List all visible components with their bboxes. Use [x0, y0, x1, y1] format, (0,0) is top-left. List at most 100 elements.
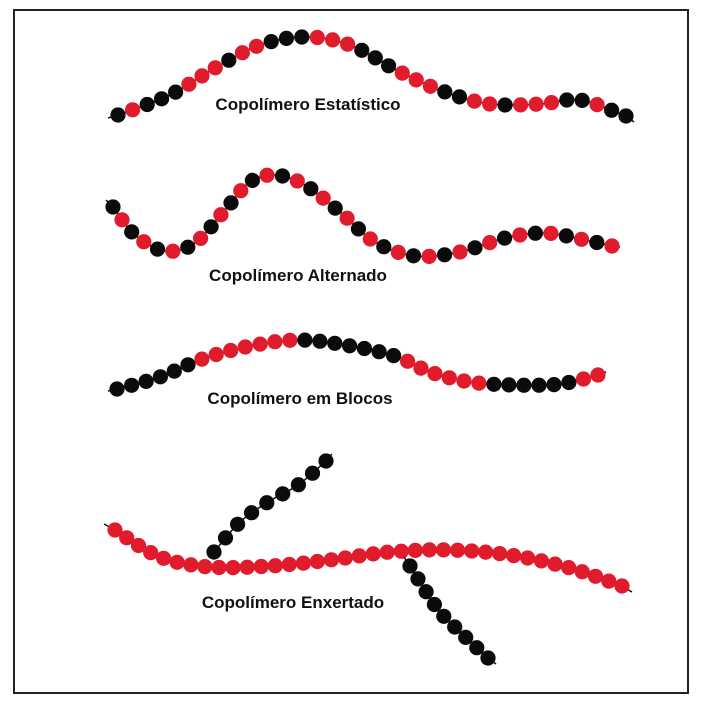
alternado-bead-black [149, 241, 166, 257]
enxertado-main-bead-red [379, 544, 395, 560]
enxertado-main-bead-red [393, 543, 409, 559]
alternado-bead-black [589, 234, 605, 251]
enxertado-main-bead-red [323, 552, 339, 568]
enxertado-main-bead-red [156, 550, 172, 566]
enxertado-graft-1-bead-black [206, 544, 222, 560]
enxertado-main-bead-red [267, 558, 283, 574]
alternado-bead-red [573, 231, 590, 247]
alternado-bead-black [223, 195, 239, 211]
blocos-bead-black [166, 363, 182, 379]
enxertado-graft-1-bead-black [217, 530, 234, 546]
blocos-bead-black [501, 377, 517, 393]
enxertado-graft-2-bead-black [436, 608, 452, 624]
alternado-bead-black [350, 221, 366, 237]
alternado-bead-black [180, 239, 196, 255]
estatistico-bead-red [340, 36, 356, 52]
blocos-bead-black [386, 348, 402, 364]
caption-alternado: Copolímero Alternado [209, 266, 387, 285]
alternado-bead-red [165, 243, 181, 259]
enxertado-main-bead-red [143, 545, 159, 561]
enxertado-main-bead-red [211, 559, 227, 576]
blocos-bead-black [516, 377, 532, 393]
estatistico-bead-red [248, 38, 265, 54]
enxertado-main-bead-red [492, 546, 508, 562]
estatistico-bead-black [294, 29, 310, 45]
estatistico-bead-red [422, 78, 438, 94]
enxertado-main-bead-red [169, 554, 185, 570]
enxertado-main-bead-red [450, 542, 466, 558]
alternado-bead-black [497, 230, 513, 246]
blocos-bead-red [441, 370, 457, 386]
alternado-bead-red [390, 244, 406, 260]
enxertado-main-bead-red [547, 556, 563, 572]
blocos-bead-red [223, 342, 239, 359]
alternado-bead-black [244, 172, 260, 188]
blocos-bead-black [342, 338, 358, 354]
caption-enxertado: Copolímero Enxertado [202, 593, 384, 612]
enxertado-main-bead-red [533, 553, 550, 569]
blocos-bead-black [371, 344, 387, 360]
estatistico-bead-black [354, 42, 370, 58]
estatistico-bead-red [181, 76, 197, 92]
estatistico-bead-black [110, 107, 126, 123]
blocos-bead-black [297, 332, 313, 348]
estatistico-bead-black [381, 58, 397, 74]
enxertado-graft-2-bead-black [469, 640, 485, 656]
blocos-bead-red [590, 367, 606, 383]
enxertado-main-bead-red [239, 559, 255, 575]
estatistico-bead-black [574, 92, 590, 108]
enxertado-graft-1-bead-black [244, 505, 260, 521]
blocos-bead-black [546, 377, 562, 393]
enxertado-graft-2-bead-black [426, 596, 442, 613]
enxertado-main-bead-red [587, 568, 604, 584]
alternado-bead-red [114, 212, 130, 228]
blocos-bead-black [180, 357, 196, 373]
alternado-bead-black [303, 181, 319, 197]
blocos-bead-black [486, 376, 502, 392]
blocos-bead-red [267, 334, 283, 350]
blocos-bead-black [312, 333, 328, 349]
estatistico-bead-black [451, 89, 468, 105]
enxertado-graft-1-bead-black [259, 495, 275, 511]
enxertado-main-bead-red [309, 553, 325, 570]
enxertado-graft-2-bead-black [480, 650, 496, 666]
alternado-bead-black [405, 248, 422, 264]
blocos-bead-red [208, 346, 224, 363]
enxertado-main-bead-red [107, 522, 123, 538]
alternado-bead-black [376, 239, 392, 255]
estatistico-bead-red [528, 96, 544, 112]
blocos-bead-red [456, 373, 472, 389]
enxertado-main-bead-red [478, 544, 494, 560]
alternado-bead-red [421, 248, 437, 264]
enxertado-graft-1-bead-black [304, 465, 321, 481]
alternado-bead-black [558, 228, 574, 244]
estatistico-bead-black [168, 84, 184, 100]
alternado-bead-black [527, 225, 544, 241]
estatistico-bead-red [513, 97, 529, 113]
enxertado-graft-2-bead-black [447, 619, 463, 635]
alternado-bead-red [136, 234, 152, 250]
blocos-bead-red [237, 339, 253, 355]
blocos-bead-red [471, 375, 487, 391]
alternado-bead-black [467, 240, 483, 256]
blocos-bead-red [282, 332, 298, 348]
alternado-bead-red [339, 210, 355, 226]
blocos-bead-black [327, 335, 343, 351]
alternado-bead-black [203, 219, 219, 235]
enxertado-main-bead-red [435, 542, 452, 558]
estatistico-bead-red [394, 65, 410, 81]
estatistico-bead-red [125, 102, 141, 118]
enxertado-main-bead-red [197, 559, 213, 575]
estatistico-bead-black [497, 97, 513, 113]
caption-estatistico: Copolímero Estatístico [215, 95, 400, 114]
enxertado-graft-2-bead-black [410, 571, 426, 587]
enxertado-main-bead-red [225, 560, 241, 576]
enxertado-main-bead-red [130, 537, 147, 554]
enxertado-main-bead-red [351, 548, 367, 564]
alternado-bead-red [289, 173, 305, 189]
chain-alternado [105, 167, 621, 264]
alternado-bead-black [274, 168, 291, 184]
blocos-bead-red [252, 336, 268, 352]
enxertado-main-bead-red [561, 560, 577, 576]
